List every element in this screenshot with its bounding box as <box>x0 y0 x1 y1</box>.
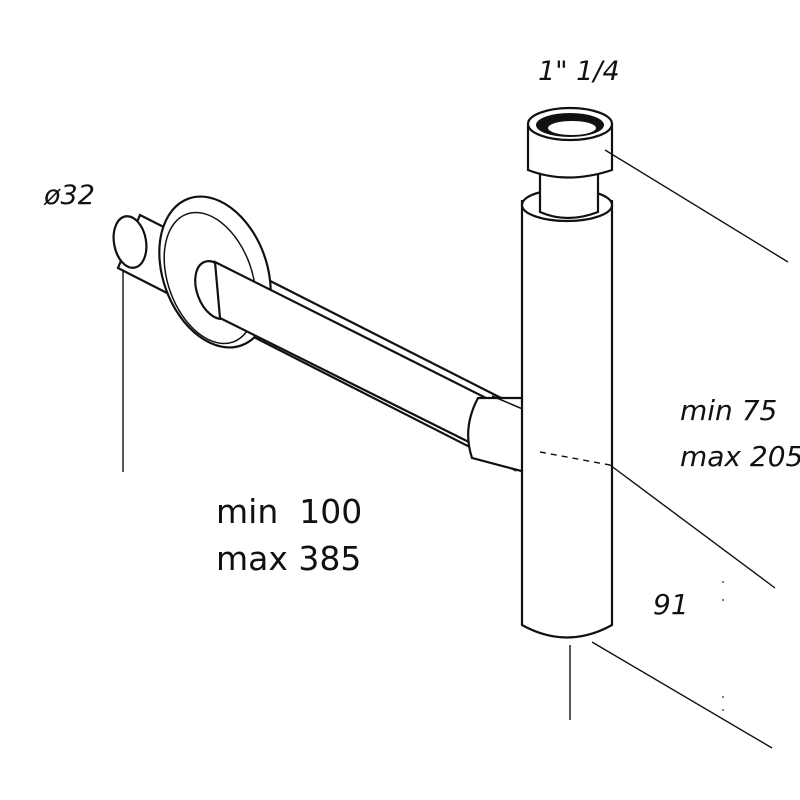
horizontal-range-max-label: max 385 <box>216 539 361 578</box>
vertical-range-min-label: min 75 <box>680 394 777 427</box>
horizontal-range-min-label: min 100 <box>216 492 362 531</box>
outlet-center-line <box>539 451 776 589</box>
vertical-range-max-label: max 205 <box>680 440 800 473</box>
thread-size-label: 1" 1/4 <box>538 56 620 87</box>
trap-body <box>520 170 614 639</box>
reference-dots <box>722 581 724 711</box>
inlet-nut <box>526 106 614 179</box>
inlet-dimension-line <box>604 149 789 263</box>
depth-label: 91 <box>653 588 689 621</box>
extension-tube <box>213 260 528 474</box>
bottom-dimension-line <box>591 641 773 749</box>
diameter-label: ø32 <box>43 180 95 211</box>
